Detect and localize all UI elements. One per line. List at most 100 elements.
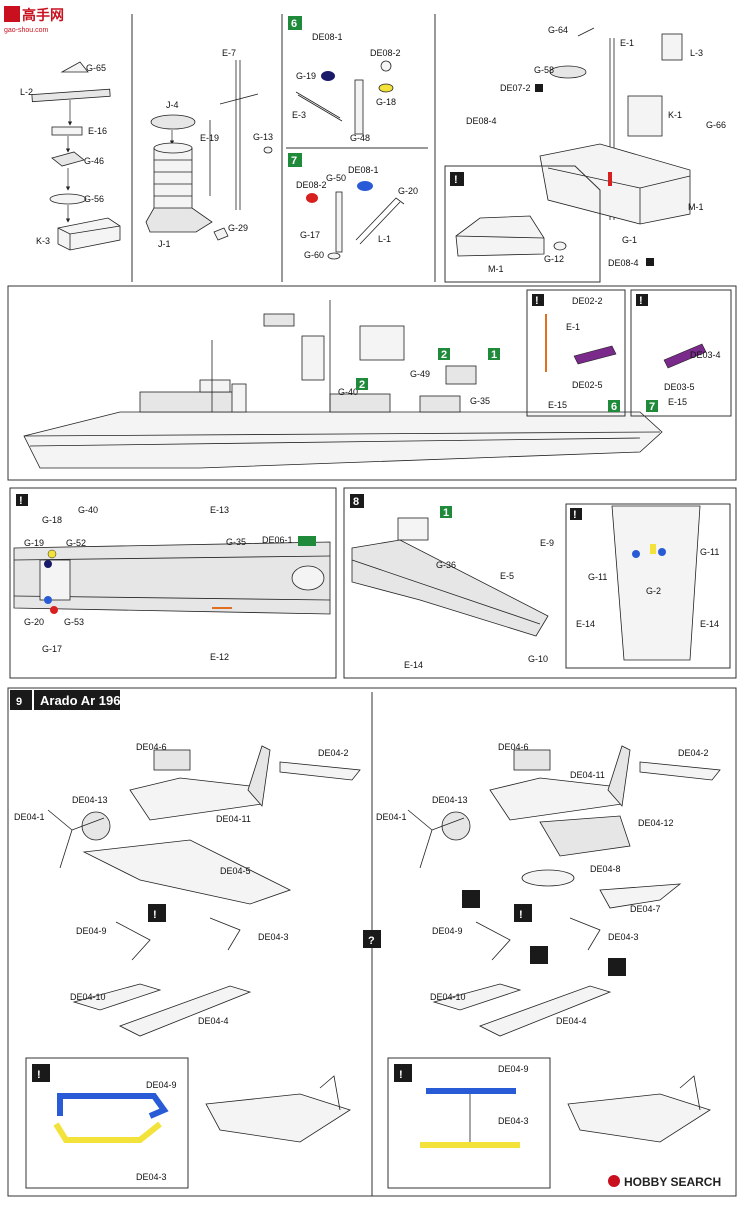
highlight-mast-red bbox=[608, 172, 612, 186]
label-g2: G-2 bbox=[646, 586, 661, 596]
label-de04-4-left: DE04-4 bbox=[198, 1016, 229, 1026]
badge-ship-2b: 2 bbox=[359, 379, 365, 391]
label-g11-right: G-11 bbox=[700, 547, 719, 557]
label-de04-9-left: DE04-9 bbox=[76, 926, 107, 936]
label-g17: G-17 bbox=[300, 230, 320, 240]
label-de04-6-left: DE04-6 bbox=[136, 742, 167, 752]
panel-bridge-assembly: G-64 E-1 L-3 G-58 DE07-2 K-1 G-66 DE08-4… bbox=[466, 25, 726, 268]
label-de04-9-inset-right: DE04-9 bbox=[498, 1064, 529, 1074]
label-g35-ship: G-35 bbox=[470, 396, 490, 406]
label-g65: G-65 bbox=[86, 63, 106, 73]
arado-left: DE04-6 DE04-2 DE04-13 DE04-1 DE04-11 DE0… bbox=[14, 742, 361, 1037]
inset-step-6-ship: ! DE02-2 E-1 DE02-5 E-15 6 bbox=[526, 289, 626, 417]
label-j4: J-4 bbox=[166, 100, 179, 110]
label-de04-5-left: DE04-5 bbox=[220, 866, 251, 876]
inset6-alert-text: ! bbox=[535, 295, 539, 307]
badge-step-9-text: 9 bbox=[16, 696, 22, 708]
question-badge-text: ? bbox=[368, 935, 375, 947]
label-g49-ship: G-49 bbox=[410, 369, 430, 379]
question-badge bbox=[363, 930, 381, 948]
label-de04-11-right: DE04-11 bbox=[570, 770, 605, 780]
watermark-url: gao-shou.com bbox=[4, 27, 49, 34]
label-e9: E-9 bbox=[540, 538, 554, 548]
label-k1: K-1 bbox=[668, 110, 682, 120]
watermark-text: 高手网 bbox=[22, 7, 64, 23]
label-de08-1-top: DE08-1 bbox=[312, 32, 343, 42]
badge-step-7-text: 7 bbox=[291, 155, 297, 167]
label-de08-4-left: DE08-4 bbox=[466, 116, 497, 126]
label-e7: E-7 bbox=[222, 48, 236, 58]
panel-funnel-assembly: E-7 E-19 J-4 J-1 G-13 G-29 bbox=[145, 48, 273, 249]
label-de03-4: DE03-4 bbox=[690, 350, 721, 360]
label-g1: G-1 bbox=[622, 235, 637, 245]
label-de04-3-left: DE04-3 bbox=[258, 932, 289, 942]
badge-ship-1: 1 bbox=[491, 349, 497, 361]
label-de08-1-step7: DE08-1 bbox=[348, 165, 379, 175]
label-l2: L-2 bbox=[20, 87, 33, 97]
label-e16: E-16 bbox=[88, 126, 107, 136]
arado-left-alert: ! bbox=[153, 909, 157, 921]
ship-overview: G-40 G-49 G-35 bbox=[23, 300, 663, 469]
label-g10: G-10 bbox=[528, 654, 548, 664]
label-de04-3-inset-right: DE04-3 bbox=[498, 1116, 529, 1126]
label-e14-left: E-14 bbox=[576, 619, 595, 629]
label-g53: G-53 bbox=[64, 617, 84, 627]
label-de04-1-left: DE04-1 bbox=[14, 812, 45, 822]
label-m1-right: M-1 bbox=[688, 202, 704, 212]
label-de04-1-right: DE04-1 bbox=[376, 812, 407, 822]
panel-step-6: 6 DE08-1 G-19 DE08-2 G-18 E-3 G-48 bbox=[288, 16, 401, 143]
label-g52: G-52 bbox=[66, 538, 86, 548]
highlight-de03-4-purple bbox=[663, 343, 707, 369]
label-g20-deck: G-20 bbox=[24, 617, 44, 627]
arado-right: DE04-6 DE04-2 DE04-11 DE04-13 DE04-1 DE0… bbox=[376, 742, 721, 1037]
label-e1: E-1 bbox=[620, 38, 634, 48]
highlight-de08-1-navy bbox=[321, 71, 335, 81]
panel-step-7: 7 DE08-1 G-50 DE08-2 G-20 G-17 L-1 G-60 bbox=[288, 153, 418, 260]
label-de04-13-right: DE04-13 bbox=[432, 795, 468, 805]
label-g19: G-19 bbox=[296, 71, 316, 81]
arado-right-alert: ! bbox=[519, 909, 523, 921]
label-g56: G-56 bbox=[84, 194, 104, 204]
label-e15-inset7: E-15 bbox=[668, 397, 687, 407]
panel-k3-assembly: G-65 L-2 E-16 G-46 G-56 K-3 bbox=[20, 61, 121, 251]
label-de08-4-bottom: DE08-4 bbox=[608, 258, 639, 268]
label-g58: G-58 bbox=[534, 65, 554, 75]
badge-step-8-text: 8 bbox=[353, 496, 359, 508]
label-m1-inset: M-1 bbox=[488, 264, 504, 274]
badge-step-8 bbox=[350, 494, 364, 508]
label-e3: E-3 bbox=[292, 110, 306, 120]
label-g64: G-64 bbox=[548, 25, 568, 35]
label-g46: G-46 bbox=[84, 156, 104, 166]
label-de04-8: DE04-8 bbox=[590, 864, 621, 874]
label-g12: G-12 bbox=[544, 254, 564, 264]
label-de08-2-step7: DE08-2 bbox=[296, 180, 327, 190]
inset7-alert-text: ! bbox=[639, 295, 643, 307]
label-g36: G-36 bbox=[436, 560, 456, 570]
highlight-de08-2-red bbox=[306, 193, 318, 203]
label-de04-13-left: DE04-13 bbox=[72, 795, 108, 805]
label-g17-deck: G-17 bbox=[42, 644, 62, 654]
arado-right-inset: ! DE04-9 DE04-3 bbox=[387, 1057, 711, 1189]
label-de02-5: DE02-5 bbox=[572, 380, 603, 390]
label-g18-deck: G-18 bbox=[42, 515, 62, 525]
hobby-search-text: HOBBY SEARCH bbox=[624, 1175, 721, 1189]
label-de04-7: DE04-7 bbox=[630, 904, 661, 914]
step-9-title-bar bbox=[34, 690, 120, 710]
label-de04-2-left: DE04-2 bbox=[318, 748, 349, 758]
label-de04-3-inset-left: DE04-3 bbox=[136, 1172, 167, 1182]
label-de04-12: DE04-12 bbox=[638, 818, 674, 828]
label-de04-2-right: DE04-2 bbox=[678, 748, 709, 758]
ship-step-badges: 2 1 2 bbox=[356, 348, 500, 391]
badge-step-8-green: 1 bbox=[443, 507, 449, 519]
badge-ship-2a: 2 bbox=[441, 349, 447, 361]
label-j1: J-1 bbox=[158, 239, 171, 249]
label-de02-2: DE02-2 bbox=[572, 296, 603, 306]
badge-step-7 bbox=[288, 153, 302, 167]
inset-bow-alert: ! G-11 G-11 G-2 E-14 E-14 bbox=[565, 503, 731, 669]
watermark-logo: 高手网 gao-shou.com bbox=[4, 6, 64, 34]
alert-badge-bridge-text: ! bbox=[454, 174, 458, 186]
label-g50: G-50 bbox=[326, 173, 346, 183]
step-9-title: Arado Ar 196 bbox=[40, 693, 120, 708]
deck-alert-text: ! bbox=[19, 495, 23, 507]
